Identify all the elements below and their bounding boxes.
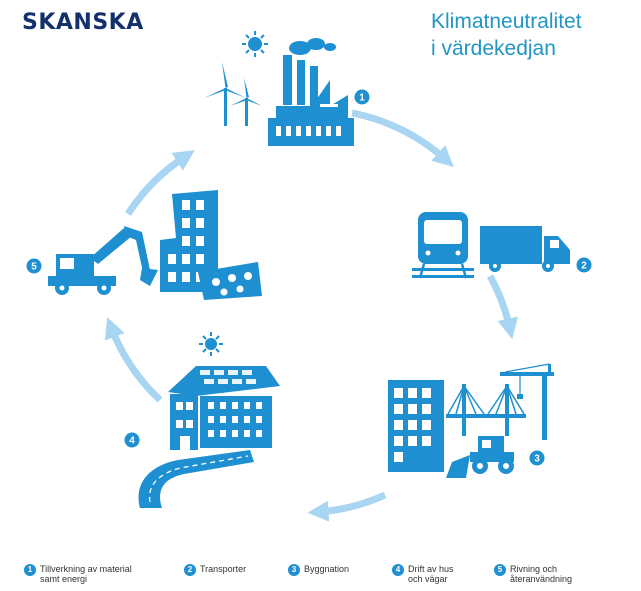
stage-1-number: 1 — [359, 93, 365, 104]
stage-2-number: 2 — [581, 261, 587, 272]
factory-wind-sun-icon — [204, 31, 354, 146]
cycle-arrows — [104, 109, 519, 522]
stage-5-badge: 5 — [26, 258, 42, 274]
legend-label: Tillverkning av material samt energi — [40, 564, 132, 584]
legend-label: Rivning och återanvändning — [510, 564, 573, 584]
diagram-title: Klimatneutralitet i värdekedjan — [431, 8, 621, 62]
legend-item-1: 1 Tillverkning av material samt energi — [24, 564, 150, 584]
stage-4-number: 4 — [129, 436, 135, 447]
stage-4-badge: 4 — [124, 432, 140, 448]
legend-label: Drift av hus och vägar — [408, 564, 454, 584]
arrow-4-5 — [104, 317, 163, 403]
legend-number: 1 — [24, 564, 36, 576]
demolition-recycling-icon — [48, 190, 262, 300]
arrow-5-1 — [125, 150, 195, 216]
legend-label: Byggnation — [304, 564, 350, 574]
legend-label: Transporter — [200, 564, 247, 574]
value-chain-cycle: 1 2 — [26, 31, 592, 522]
skanska-logo: SKANSKA — [22, 10, 144, 35]
legend-number: 5 — [494, 564, 506, 576]
train-truck-icon — [412, 212, 570, 279]
stage-5-number: 5 — [31, 262, 37, 273]
stage-1-badge: 1 — [354, 89, 370, 105]
legend-item-5: 5 Rivning och återanvändning — [494, 564, 590, 584]
legend-number: 2 — [184, 564, 196, 576]
legend-number: 4 — [392, 564, 404, 576]
stage-2-badge: 2 — [576, 257, 592, 273]
title-line-2: i värdekedjan — [431, 37, 556, 60]
recycling-symbols — [212, 272, 252, 296]
title-line-1: Klimatneutralitet — [431, 10, 582, 33]
stage-3-badge: 3 — [529, 450, 545, 466]
legend-item-3: 3 Byggnation — [288, 564, 349, 576]
arrow-3-4 — [307, 491, 387, 522]
arrow-1-2 — [351, 109, 454, 168]
stage-3-number: 3 — [534, 454, 540, 465]
legend-number: 3 — [288, 564, 300, 576]
solar-house-road-icon — [138, 332, 280, 508]
road-lane-marking — [148, 455, 249, 503]
construction-crane-bridge-icon — [388, 363, 554, 478]
legend: 1 Tillverkning av material samt energi 2… — [0, 560, 641, 590]
legend-item-2: 2 Transporter — [184, 564, 246, 576]
legend-item-4: 4 Drift av hus och vägar — [392, 564, 468, 584]
arrow-2-3 — [486, 274, 519, 340]
